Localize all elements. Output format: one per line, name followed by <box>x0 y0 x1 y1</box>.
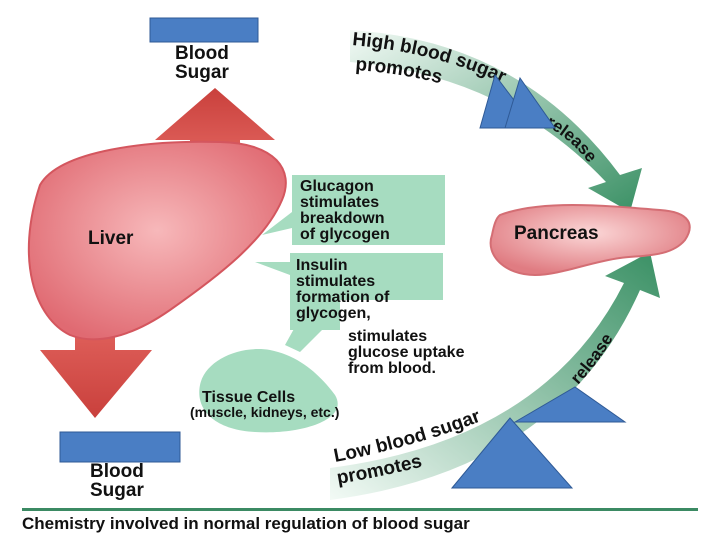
tissue-cells: Tissue Cells (muscle, kidneys, etc.) <box>190 349 339 433</box>
insulin-pointer <box>285 312 340 352</box>
glucagon-line-1: Glucagon <box>300 178 374 195</box>
svg-text:Insulin stimulates: Insulin stimulates formation of glycogen… <box>296 257 394 322</box>
blood-sugar-bottom-line-2: Sugar <box>90 480 144 501</box>
liver-label: Liver <box>88 228 134 249</box>
insulin-box: Insulin stimulates formation of glycogen… <box>255 253 469 377</box>
blue-box-top <box>149 17 259 43</box>
blood-sugar-top-line-1: Blood <box>175 43 229 64</box>
red-arrow-up <box>155 88 275 175</box>
svg-text:stimulates glucose uptak: stimulates glucose uptake from blood. <box>348 328 469 377</box>
svg-text:release: release <box>543 112 601 166</box>
glucagon-line-4: of glycogen <box>300 226 390 243</box>
blue-box-bottom <box>59 431 181 463</box>
blood-sugar-top-line-2: Sugar <box>175 62 229 83</box>
uptake-line-1: stimulates <box>348 328 427 345</box>
tissue-label: Tissue Cells <box>202 389 295 406</box>
insulin-line-2: stimulates <box>296 273 375 290</box>
blue-triangle-mid <box>513 386 627 423</box>
uptake-line-2: glucose uptake <box>348 344 465 361</box>
insulin-line-1: Insulin <box>296 257 348 274</box>
tissue-sublabel: (muscle, kidneys, etc.) <box>190 404 339 420</box>
high-release-label: release <box>543 112 601 166</box>
blood-sugar-bottom-line-1: Blood <box>90 461 144 482</box>
insulin-line-4: glycogen, <box>296 305 371 322</box>
blue-triangle-top-2 <box>504 76 556 129</box>
blue-triangle-bottom <box>450 417 574 489</box>
caption-divider <box>22 508 698 511</box>
red-arrow-down <box>40 300 152 418</box>
glucagon-box: Glucagon stimulates breakdown of glycoge… <box>262 175 445 245</box>
high-sugar-arrow <box>350 30 642 212</box>
pancreas: Pancreas <box>489 204 691 277</box>
low-sugar-arrow <box>330 252 660 500</box>
svg-text:Glucagon stimulates: Glucagon stimulates breakdown of glycoge… <box>300 178 390 243</box>
uptake-line-3: from blood. <box>348 360 436 377</box>
caption: Chemistry involved in normal regulation … <box>22 514 470 533</box>
glucagon-line-2: stimulates <box>300 194 379 211</box>
liver: Liver <box>27 140 287 341</box>
glucagon-line-3: breakdown <box>300 210 384 227</box>
pancreas-label: Pancreas <box>514 223 599 244</box>
insulin-line-3: formation of <box>296 289 390 306</box>
